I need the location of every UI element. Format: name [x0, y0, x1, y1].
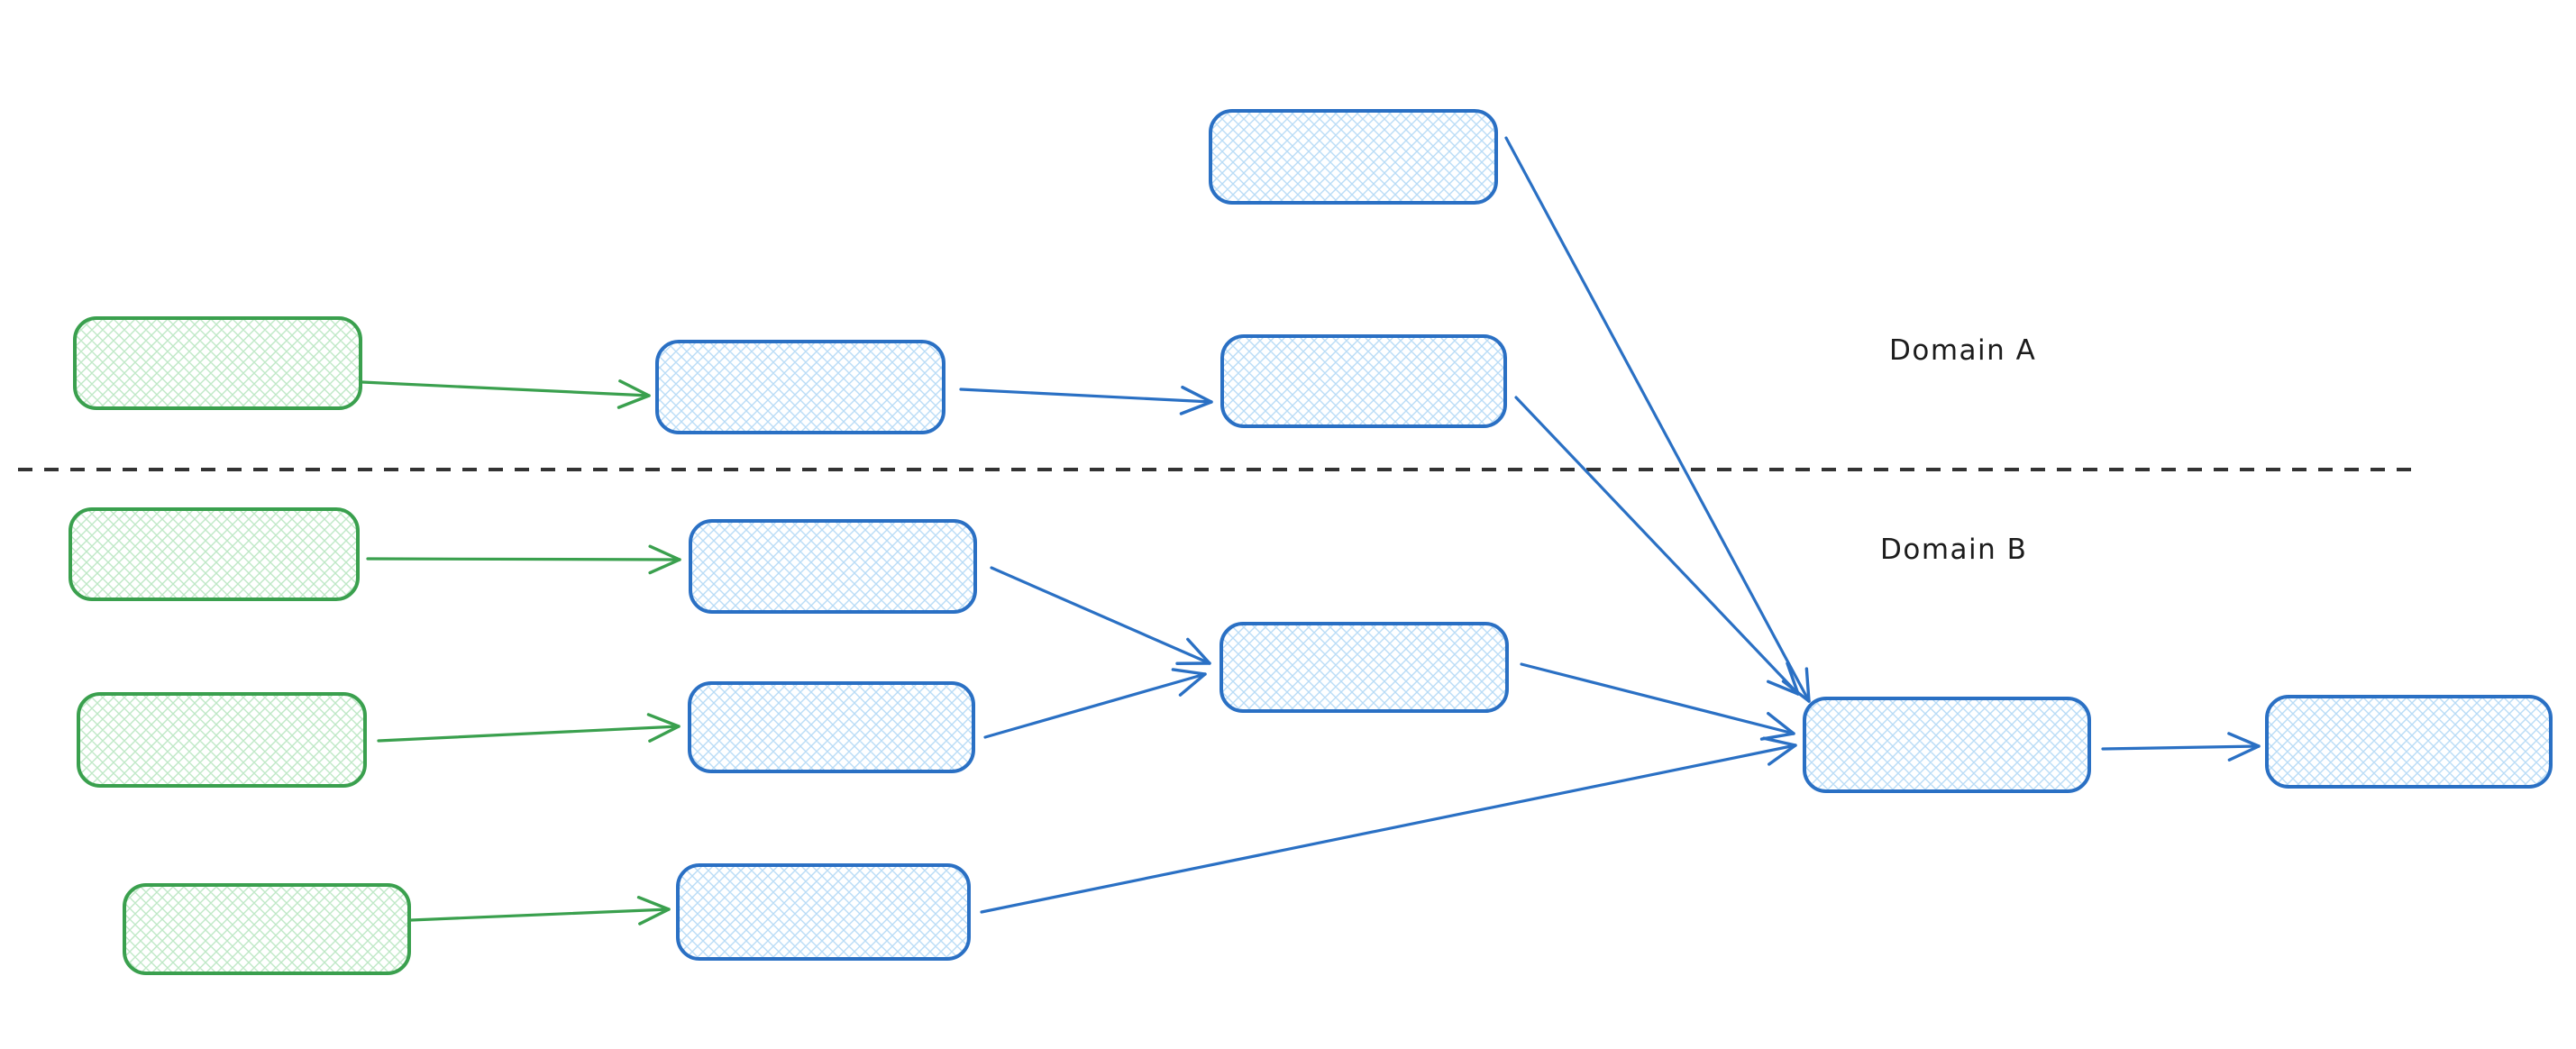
arrowhead-icon [1762, 736, 1797, 747]
arrowhead-icon [1179, 400, 1213, 415]
node-domain-a-top[interactable] [1209, 109, 1498, 205]
arrowhead-icon [648, 544, 681, 561]
edge-shaft [1514, 396, 1800, 696]
domain-a-label: Domain A [1889, 334, 2037, 367]
edge-shaft [1520, 662, 1795, 735]
arrowhead-icon [648, 725, 681, 743]
node-domain-b-source-2[interactable] [77, 692, 367, 788]
arrowhead-icon [646, 713, 681, 728]
arrowhead-icon [2227, 732, 2261, 748]
arrowhead-icon [1171, 668, 1207, 676]
node-domain-b-merge[interactable] [1219, 622, 1509, 713]
node-domain-b-source-3[interactable] [123, 883, 411, 975]
edge-b-stage1b-to-merge[interactable] [983, 668, 1207, 739]
edge-shaft [983, 672, 1207, 739]
arrowhead-icon [638, 908, 671, 926]
arrowhead-icon [1767, 680, 1800, 696]
arrowhead-icon [2227, 744, 2261, 762]
edge-a-top-to-sink[interactable] [1504, 136, 1811, 703]
edge-shaft [2101, 744, 2261, 751]
edge-b-source2-to-stage1b[interactable] [377, 713, 681, 743]
edge-b-source1-to-stage1a[interactable] [366, 544, 681, 575]
node-domain-b-stage-1a[interactable] [689, 519, 977, 614]
node-domain-a-stage-2[interactable] [1220, 334, 1507, 428]
edge-b-stage1c-to-sink[interactable] [980, 736, 1797, 914]
edge-a-source-to-stage1[interactable] [361, 379, 651, 409]
edge-b-stage1a-to-merge[interactable] [990, 566, 1211, 665]
node-domain-b-stage-1c[interactable] [676, 863, 971, 961]
node-domain-a-source[interactable] [73, 316, 362, 410]
edge-shaft [409, 908, 671, 922]
edge-shaft [366, 557, 681, 561]
node-output[interactable] [2265, 695, 2553, 789]
arrowhead-icon [1786, 661, 1800, 696]
edge-b-merge-to-sink[interactable] [1520, 662, 1795, 741]
arrowhead-icon [617, 394, 651, 409]
node-domain-b-stage-1b[interactable] [688, 681, 975, 773]
arrowhead-icon [1178, 672, 1207, 697]
node-sink[interactable] [1803, 697, 2091, 793]
edge-shaft [377, 725, 681, 743]
edge-b-source3-to-stage1c[interactable] [409, 896, 671, 926]
arrowhead-icon [1768, 743, 1797, 766]
node-domain-b-source-1[interactable] [69, 507, 360, 601]
edge-shaft [1504, 136, 1811, 703]
edge-shaft [959, 388, 1213, 404]
edge-shaft [361, 380, 651, 397]
arrowhead-icon [648, 558, 681, 575]
edge-shaft [990, 566, 1211, 665]
edge-sink-to-output[interactable] [2101, 732, 2261, 762]
edge-shaft [980, 743, 1797, 914]
arrowhead-icon [1181, 385, 1213, 404]
arrowhead-icon [618, 379, 651, 397]
arrowhead-icon [1186, 637, 1211, 665]
arrowhead-icon [1767, 711, 1795, 735]
node-domain-a-stage-1[interactable] [655, 340, 945, 434]
edge-a-stage2-to-sink[interactable] [1514, 396, 1800, 696]
arrowhead-icon [1804, 667, 1811, 703]
arrowhead-icon [636, 896, 671, 911]
domain-b-label: Domain B [1880, 534, 2028, 566]
edge-a-stage1-to-stage2[interactable] [959, 385, 1213, 415]
